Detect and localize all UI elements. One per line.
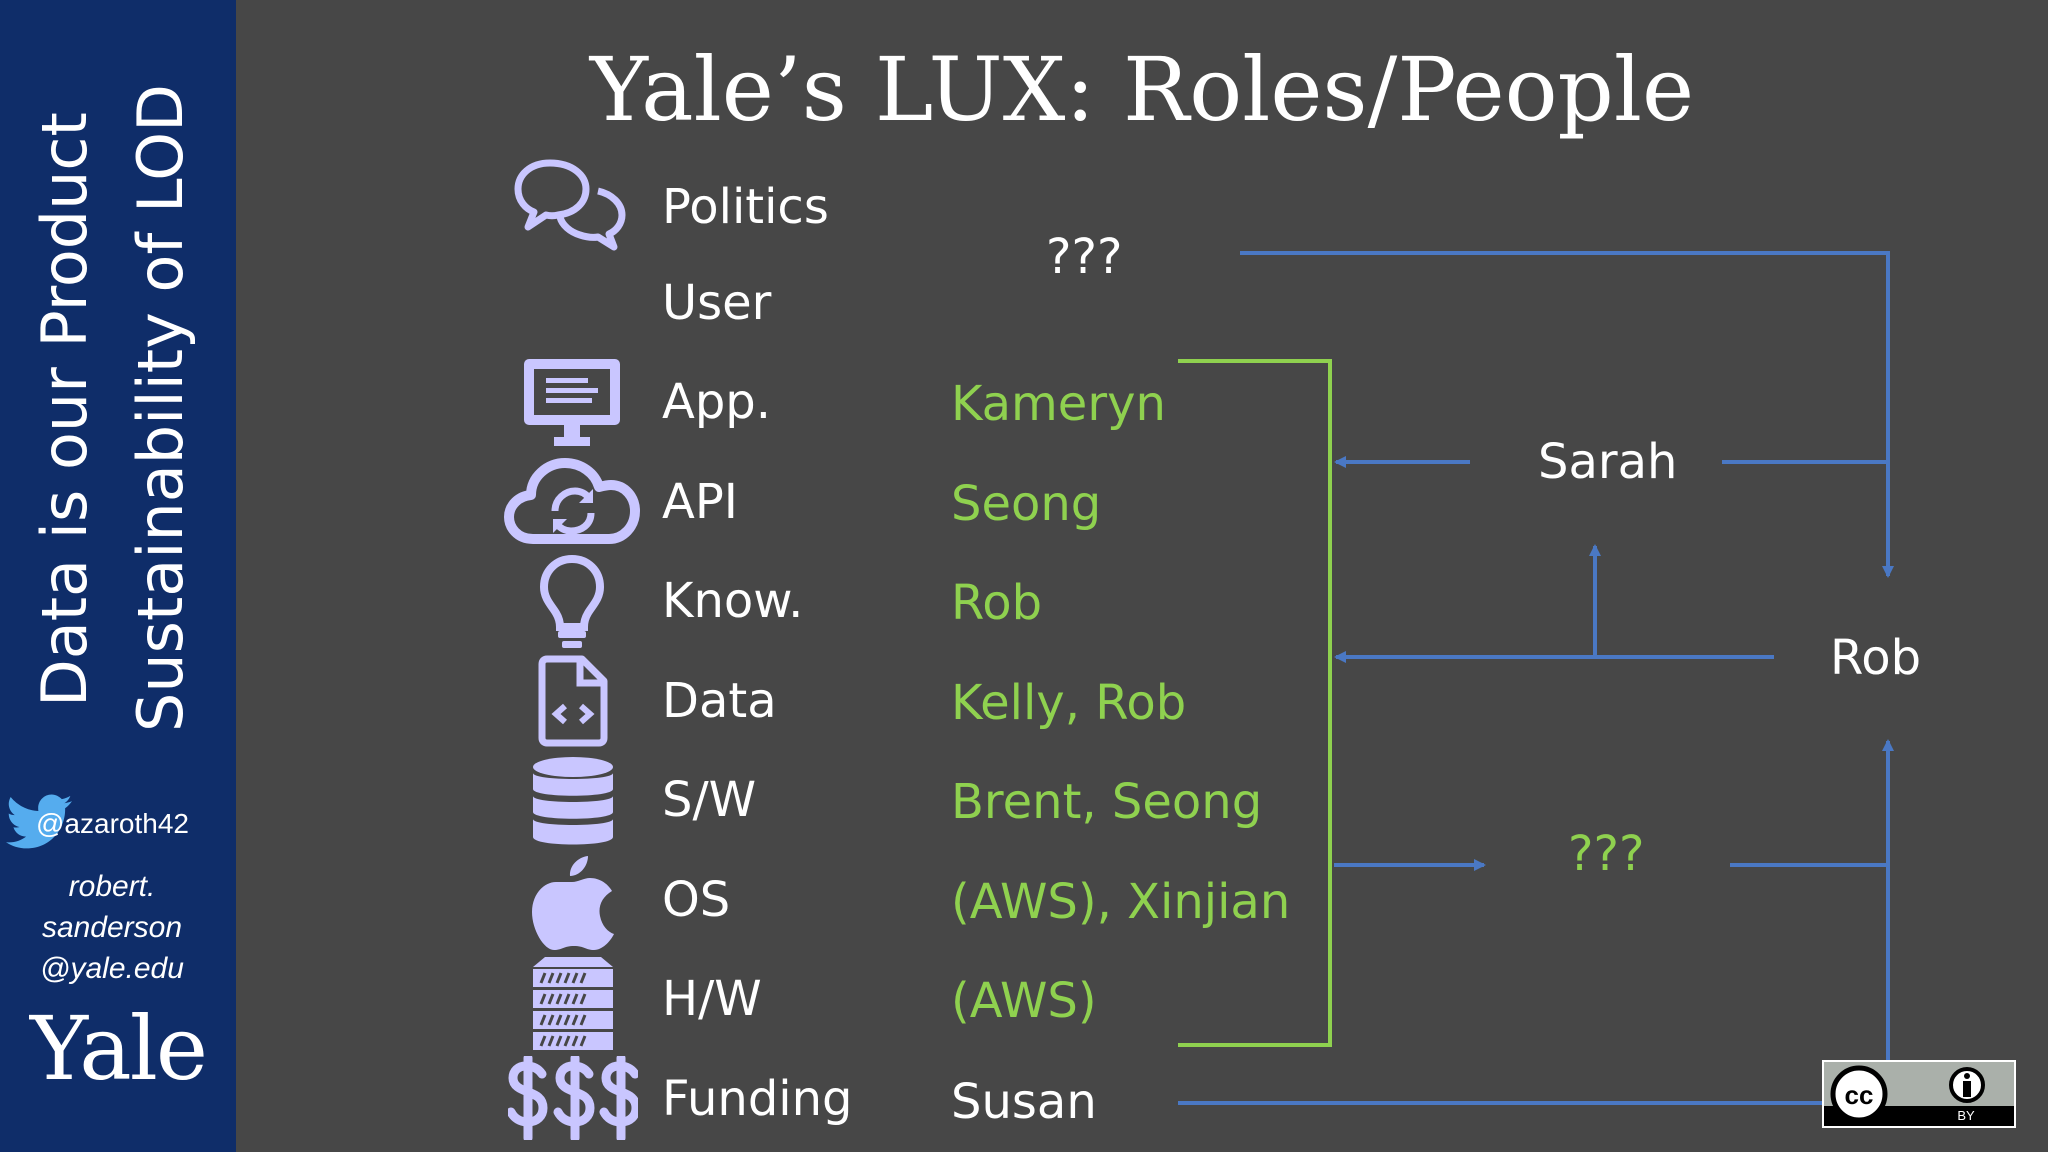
speech-bubbles-icon (514, 159, 626, 251)
monitor-icon (524, 359, 620, 446)
arrow-politics-to-rob (1240, 251, 1894, 578)
manager-sarah: Sarah (1538, 434, 1678, 490)
layer-label-politics: Politics (662, 179, 829, 235)
layer-label-api: API (662, 474, 738, 530)
code-file-icon (538, 655, 608, 747)
person-api: Seong (951, 476, 1102, 532)
yale-logo: Yale (30, 997, 208, 1100)
server-rack-icon (533, 957, 613, 1050)
person-hardware: (AWS) (951, 973, 1097, 1029)
twitter-handle: @azaroth42 (36, 808, 189, 839)
layer-label-hardware: H/W (662, 971, 762, 1027)
manager-rob: Rob (1830, 630, 1922, 686)
layer-label-funding: Funding (662, 1071, 853, 1127)
unknown-politics-label: ??? (1046, 229, 1123, 285)
person-os: (AWS), Xinjian (951, 874, 1291, 930)
dollar-signs-icon (508, 1056, 638, 1140)
cloud-sync-icon (504, 458, 640, 544)
layer-label-software: S/W (662, 772, 757, 828)
apple-icon (532, 856, 614, 950)
person-software: Brent, Seong (951, 774, 1263, 830)
manager-unknown: ??? (1568, 826, 1645, 882)
sidebar: Data is our Product Sustainability of LO… (0, 0, 236, 1152)
database-icon (533, 757, 613, 845)
email-line: robert. (68, 870, 156, 903)
email-line: sanderson (41, 911, 183, 944)
arrow-funding-to-rob (1178, 739, 1894, 1105)
layer-label-knowledge: Know. (662, 573, 804, 629)
person-funding: Susan (951, 1074, 1097, 1130)
twitter-bird-icon (6, 794, 72, 849)
layer-label-user: User (662, 275, 772, 331)
slide-title: Yale’s LUX: Roles/People (589, 38, 1695, 141)
lightbulb-icon (539, 554, 605, 648)
person-data: Kelly, Rob (951, 675, 1187, 731)
person-knowledge: Rob (951, 575, 1043, 631)
svg-text:cc: cc (1845, 1080, 1874, 1110)
cc-icon: cc (1830, 1065, 1888, 1123)
email-line: @yale.edu (40, 952, 184, 985)
by-attribution-icon (1949, 1067, 1985, 1103)
layer-label-os: OS (662, 872, 731, 928)
person-app: Kameryn (951, 376, 1166, 432)
layer-label-data: Data (662, 673, 777, 729)
layer-label-app: App. (662, 374, 772, 430)
email-address: robert. sanderson @yale.edu (0, 866, 224, 989)
green-bracket (1178, 359, 1332, 1047)
by-label: BY (1957, 1108, 1975, 1123)
cc-by-license-badge: cc BY (1822, 1060, 2016, 1128)
